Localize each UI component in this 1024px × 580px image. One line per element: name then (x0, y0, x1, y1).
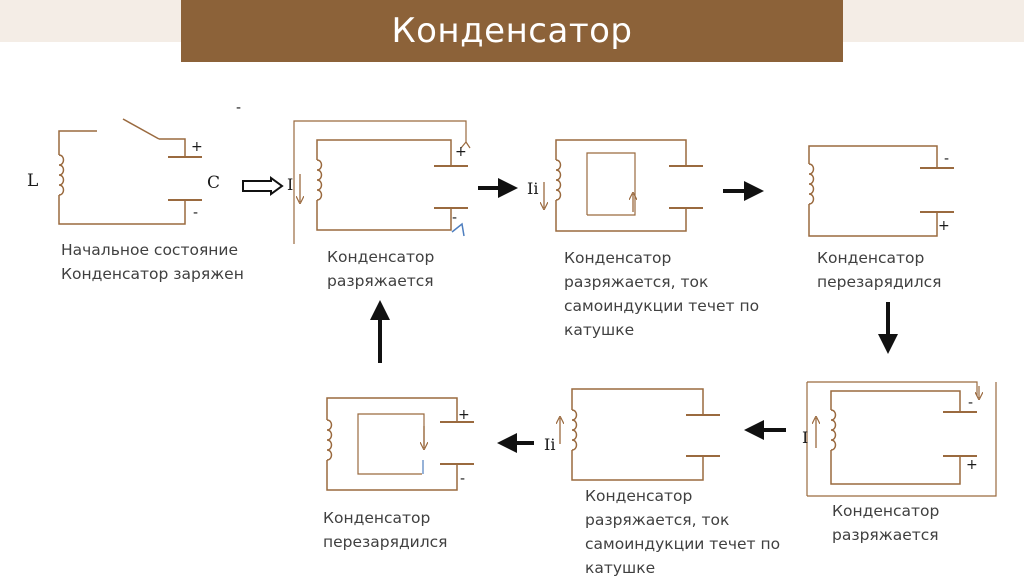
inductor-coil (571, 409, 578, 451)
plus-sign: + (458, 407, 470, 423)
caption-discharging-2: Конденсатор разряжается (832, 502, 940, 544)
minus-sign: - (236, 100, 242, 116)
circuit-recharged-2 (326, 397, 474, 491)
self-induction-current-label: Ii (527, 179, 539, 198)
minus-sign: - (968, 395, 974, 411)
current-path (586, 152, 636, 216)
plus-sign: + (455, 144, 467, 160)
circuit-initial (58, 118, 202, 225)
hollow-arrow (242, 176, 284, 196)
page-title: Конденсатор (391, 11, 633, 51)
circuit-recharged (808, 145, 954, 237)
plus-sign: + (966, 457, 978, 473)
minus-sign: - (452, 210, 458, 226)
inductor-coil (555, 159, 562, 201)
current-path (293, 120, 467, 244)
self-induction-current-label: Ii (544, 435, 556, 454)
current-label: I (287, 175, 294, 194)
current-path (357, 413, 425, 475)
inductor-coil (326, 419, 333, 461)
switch-lever (122, 118, 160, 140)
minus-sign: - (944, 151, 950, 167)
caption-initial: Начальное состояние Конденсатор заряжен (61, 241, 244, 283)
capacitor-label: C (207, 173, 221, 193)
inductor-coil (58, 154, 65, 196)
inductor-coil (808, 163, 815, 205)
plus-sign: + (191, 139, 203, 155)
caption-discharging-self-induction: Конденсатор разряжается, ток самоиндукци… (564, 249, 760, 339)
circuit-discharging-self-induction-2 (571, 388, 720, 481)
inductor-coil (830, 409, 837, 451)
flow-arrows (242, 176, 898, 453)
inductor-label: L (27, 171, 39, 191)
caption-recharged-2: Конденсатор перезарядился (323, 509, 448, 551)
minus-sign: - (460, 471, 466, 487)
current-path (807, 381, 978, 396)
caption-discharging-self-induction-2: Конденсатор разряжается, ток самоиндукци… (585, 487, 781, 577)
caption-recharged: Конденсатор перезарядился (817, 249, 942, 291)
minus-sign: - (193, 205, 199, 221)
current-label: I (802, 428, 809, 447)
circuit-discharging-self-induction (555, 139, 703, 232)
title-bar: Конденсатор (181, 0, 843, 62)
plus-sign: + (938, 218, 950, 234)
caption-discharging: Конденсатор разряжается (327, 248, 435, 290)
circuit-discharging-2 (806, 381, 997, 497)
inductor-coil (316, 159, 323, 201)
circuit-discharging (293, 120, 471, 244)
